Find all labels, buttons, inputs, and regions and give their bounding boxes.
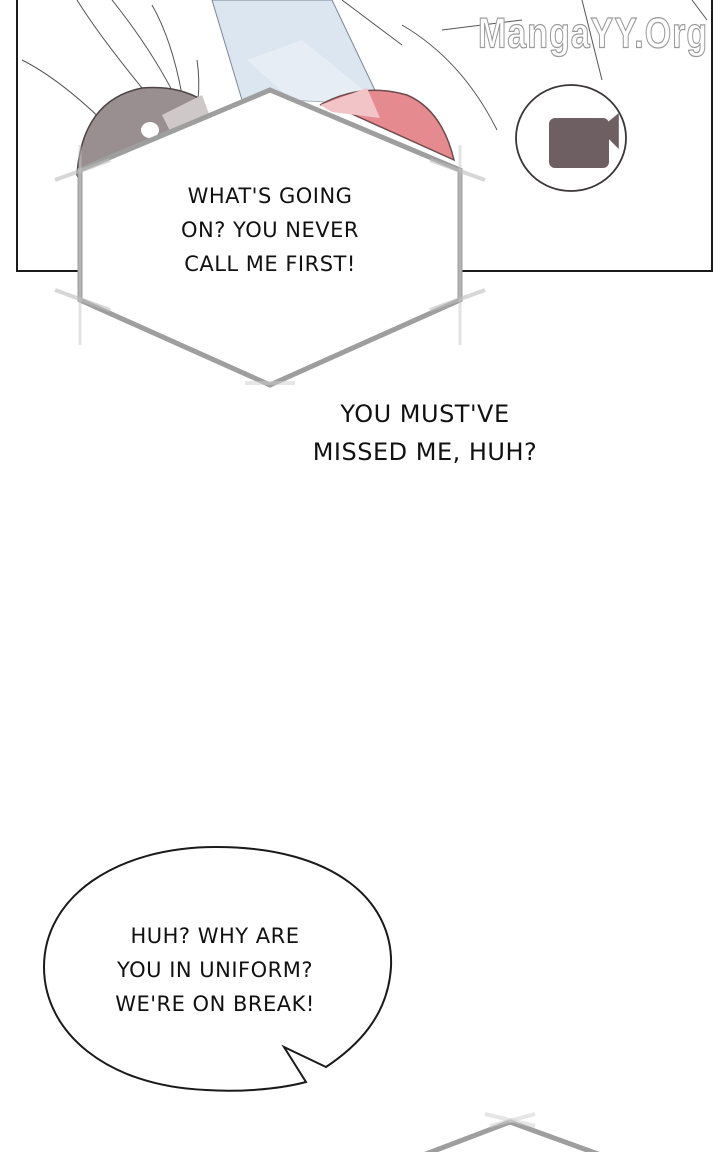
hexagon-dialogue: WHAT'S GOING ON? YOU NEVER CALL ME FIRST…: [180, 184, 360, 276]
speech-dialogue: HUH? WHY ARE YOU IN UNIFORM? WE'RE ON BR…: [115, 924, 315, 1016]
hexagon-bubble: [54, 87, 486, 388]
panel-artwork: [21, 0, 708, 186]
watermark: MangaYY.Org: [477, 9, 709, 58]
narration-dialogue: YOU MUST'VE MISSED ME, HUH?: [312, 400, 538, 466]
speech-bubble: [42, 845, 393, 1092]
next-hexagon-bubble: [424, 1112, 600, 1152]
video-camera-icon: [515, 84, 627, 192]
